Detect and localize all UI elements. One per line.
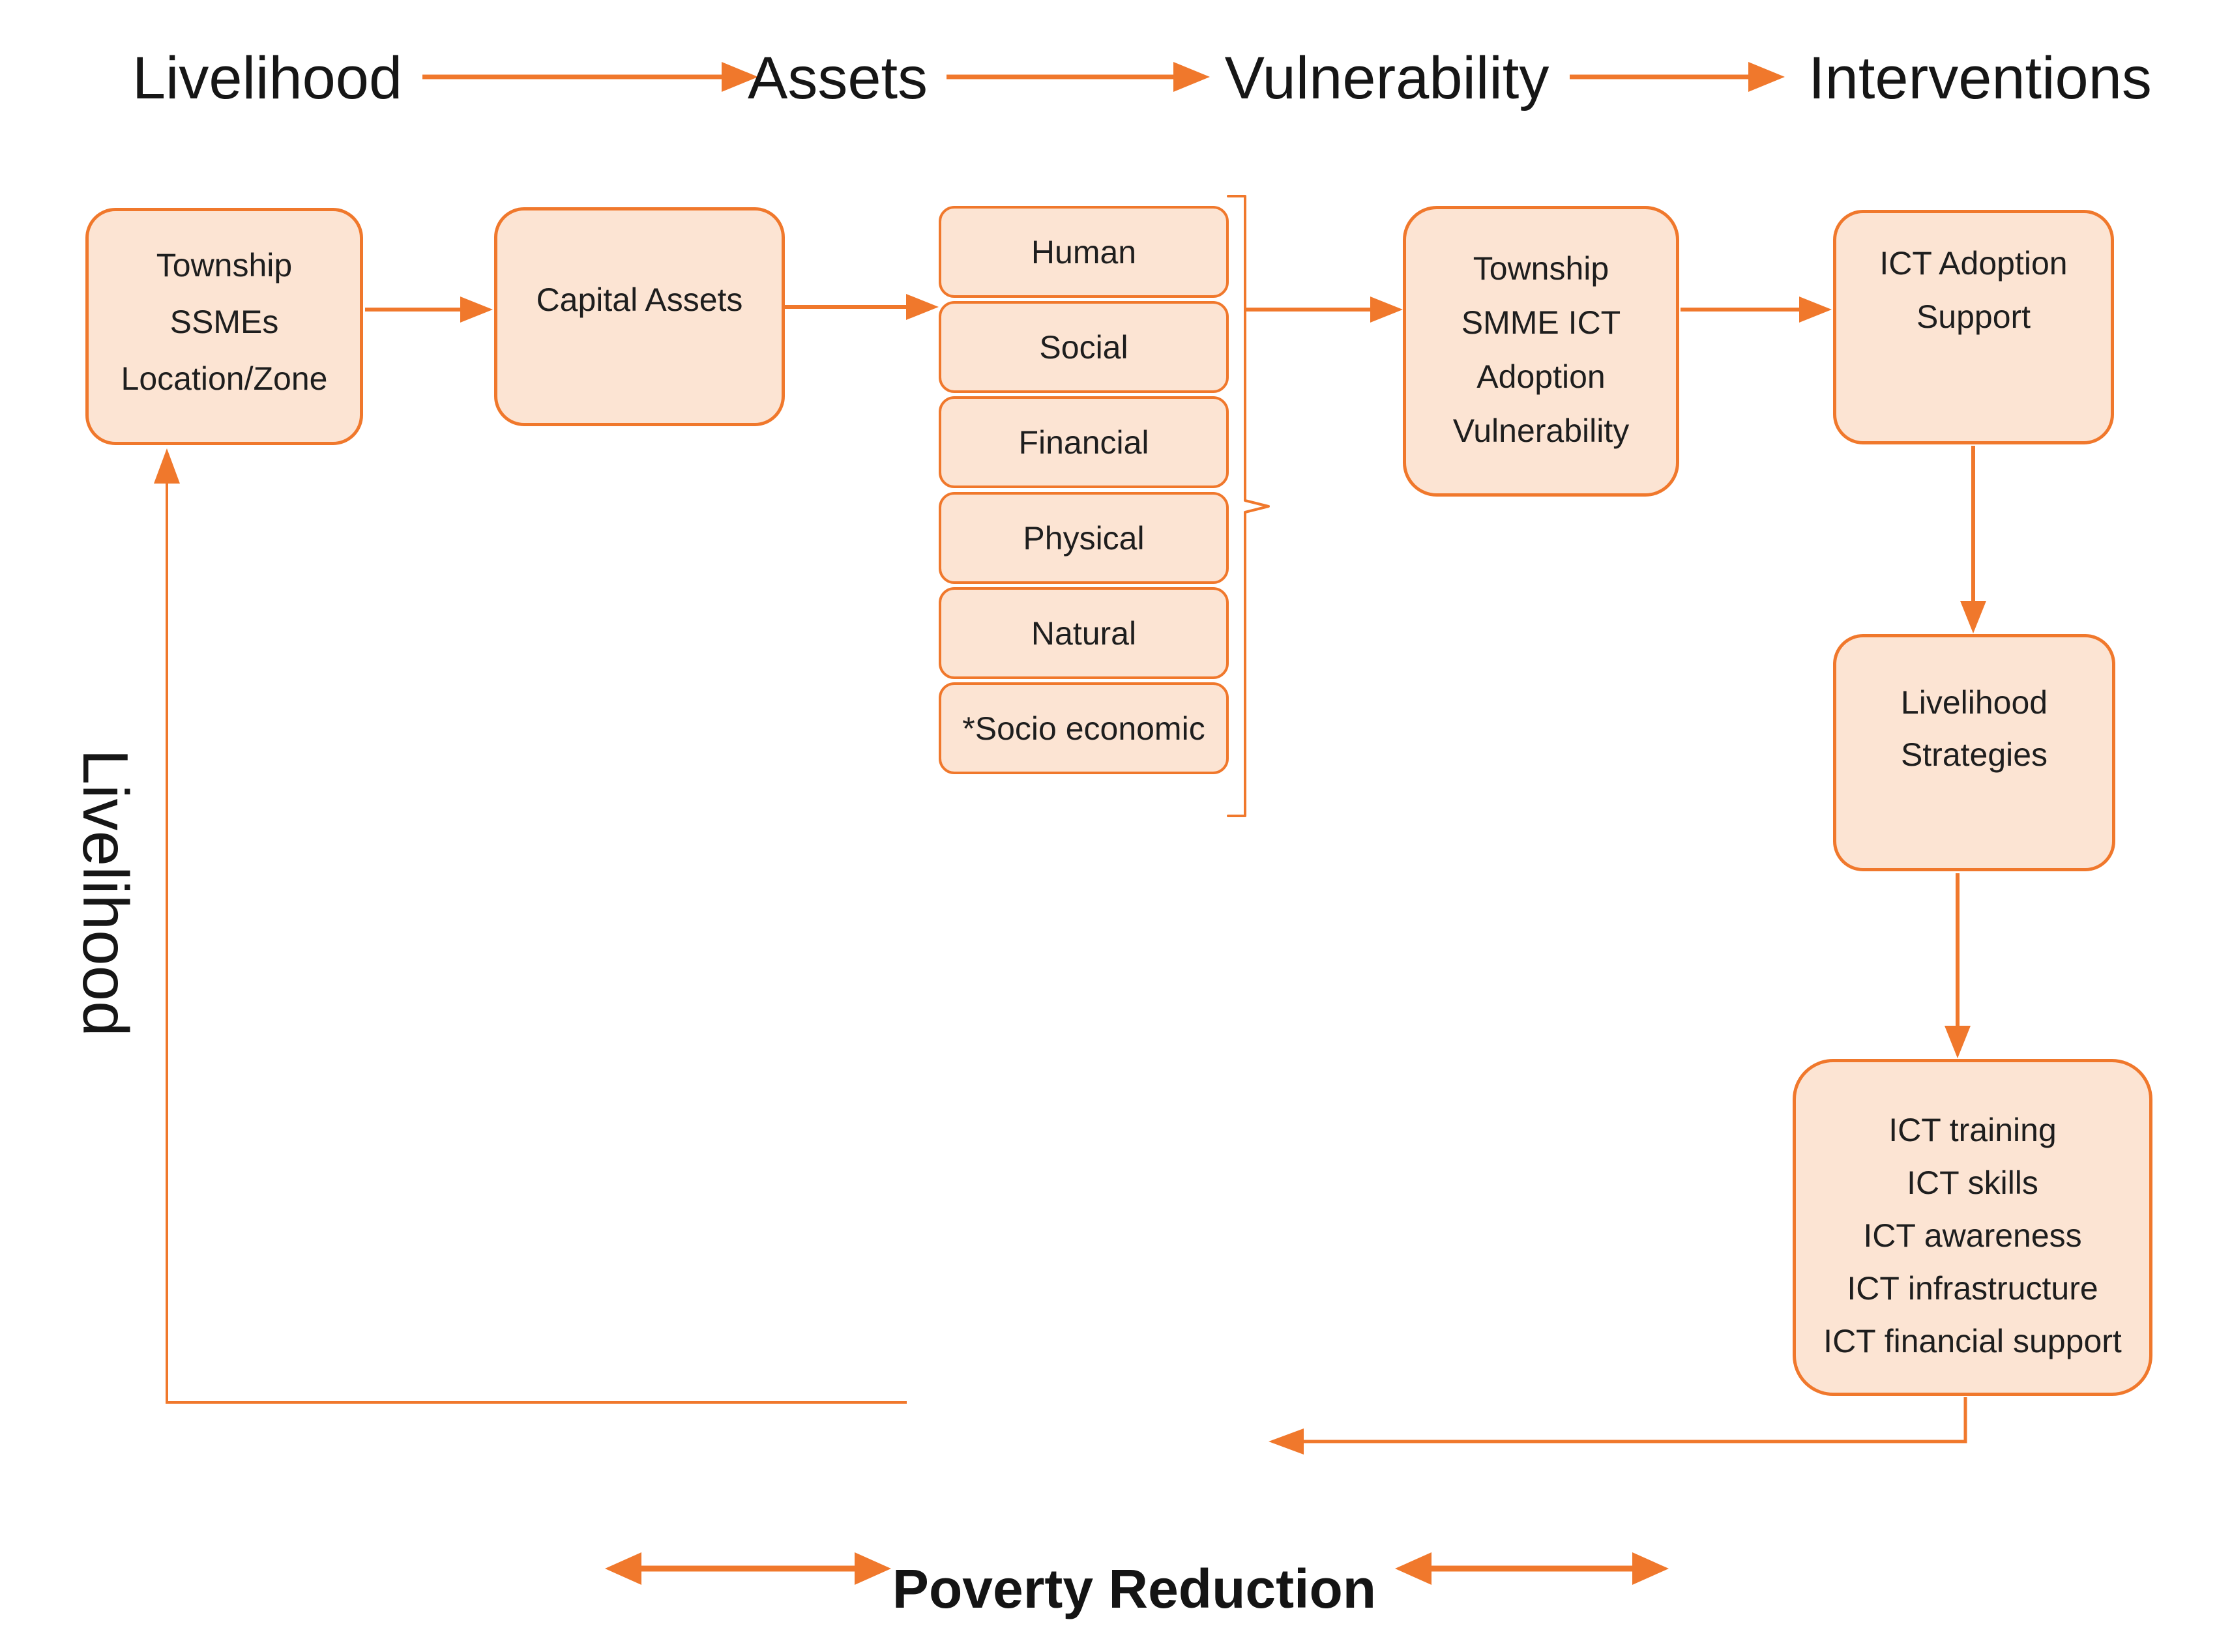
node-line: ICT awareness (1863, 1217, 2082, 1254)
node-livelihood-strategies: Livelihood Strategies (1833, 634, 2115, 871)
node-line: ICT Adoption (1879, 245, 2068, 282)
node-line: Township (1473, 250, 1609, 287)
node-line: SSMEs (169, 304, 279, 340)
double-arrow-poverty-right (1395, 1552, 1669, 1585)
node-line: ICT financial support (1823, 1323, 2122, 1359)
node-line: Township (156, 247, 293, 283)
header-step-livelihood: Livelihood (132, 45, 403, 111)
node-asset-natural: Natural (939, 587, 1229, 679)
arrow-vulnerability-to-interventions (1570, 62, 1785, 92)
arrow-assets-to-vulnerability (947, 62, 1210, 92)
header-step-interventions: Interventions (1808, 45, 2152, 111)
arrow-ict-adoption-to-livelihood-strategies (1960, 446, 1986, 633)
node-line: SMME ICT (1461, 304, 1621, 341)
double-arrow-poverty-left (605, 1552, 891, 1585)
node-line: Livelihood (1900, 684, 2048, 721)
feedback-arrow-to-township-ssmes (154, 448, 907, 1404)
node-label: Capital Assets (536, 282, 743, 318)
node-asset-physical: Physical (939, 492, 1229, 584)
node-line: Strategies (1900, 736, 2048, 773)
node-line: Location/Zone (121, 360, 328, 397)
arrow-asset-stack-to-smme-vulnerability (1246, 297, 1403, 323)
node-line: Support (1916, 298, 2031, 335)
node-line: Adoption (1476, 358, 1606, 395)
asset-stack-brace (1227, 195, 1270, 817)
node-capital-assets: Capital Assets (494, 207, 785, 426)
footer-poverty-reduction: Poverty Reduction (892, 1558, 1377, 1619)
node-line: Vulnerability (1452, 413, 1630, 449)
arrow-livelihood-strategies-to-ict-interventions (1945, 873, 1971, 1058)
header-step-vulnerability: Vulnerability (1224, 45, 1549, 111)
arrow-capital-assets-to-asset-stack (785, 294, 939, 320)
node-line: ICT infrastructure (1847, 1270, 2098, 1307)
node-asset-financial: Financial (939, 396, 1229, 488)
node-line: ICT skills (1907, 1165, 2038, 1201)
node-ict-interventions: ICT training ICT skills ICT awareness IC… (1793, 1059, 2152, 1396)
arrow-livelihood-to-assets (422, 62, 758, 92)
node-asset-social: Social (939, 301, 1229, 393)
node-smme-ict-vulnerability: Township SMME ICT Adoption Vulnerability (1403, 206, 1679, 497)
feedback-arrow-ict-interventions-left (1269, 1397, 1967, 1455)
side-label-livelihood: Livelihood (70, 749, 141, 1037)
node-township-ssmes: Township SSMEs Location/Zone (85, 208, 363, 445)
node-asset-human: Human (939, 206, 1229, 298)
header-step-assets: Assets (747, 45, 928, 111)
node-ict-adoption-support: ICT Adoption Support (1833, 210, 2114, 444)
node-asset-socio-economic: *Socio economic (939, 682, 1229, 774)
node-line: ICT training (1888, 1112, 2057, 1148)
arrow-smme-vulnerability-to-ict-adoption (1681, 297, 1832, 323)
arrow-township-to-capital-assets (365, 297, 493, 323)
